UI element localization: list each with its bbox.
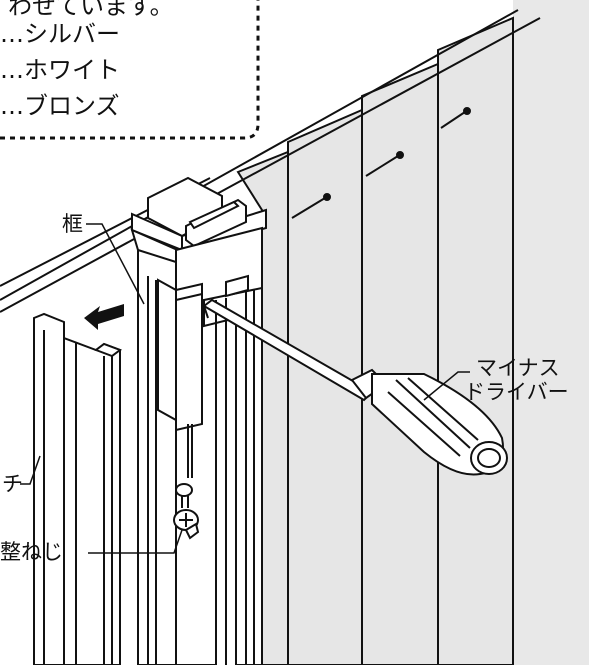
callout-line-2: …シルバー xyxy=(0,20,120,48)
label-latch: チ xyxy=(2,472,23,496)
callout-line-3: …ホワイト xyxy=(0,56,120,84)
callout-line-1: わせています。 xyxy=(8,0,174,20)
slat-4 xyxy=(437,16,514,666)
arrow-left-icon xyxy=(84,304,124,330)
frame-assembly xyxy=(130,176,267,666)
callout-box xyxy=(0,0,260,140)
slat-back xyxy=(513,0,589,665)
label-frame: 框 xyxy=(62,212,83,236)
vertical-slats xyxy=(236,0,589,666)
phillips-screw-icon xyxy=(173,509,200,540)
label-screwdriver-1: マイナス xyxy=(476,356,560,380)
latch-cover xyxy=(33,312,123,666)
leader-lines xyxy=(20,223,470,554)
callout-line-4: …ブロンズ xyxy=(0,92,120,120)
label-adjust-screw: 整ねじ xyxy=(0,540,63,564)
screwdriver xyxy=(202,298,508,476)
label-screwdriver-2: ドライバー xyxy=(464,380,569,404)
